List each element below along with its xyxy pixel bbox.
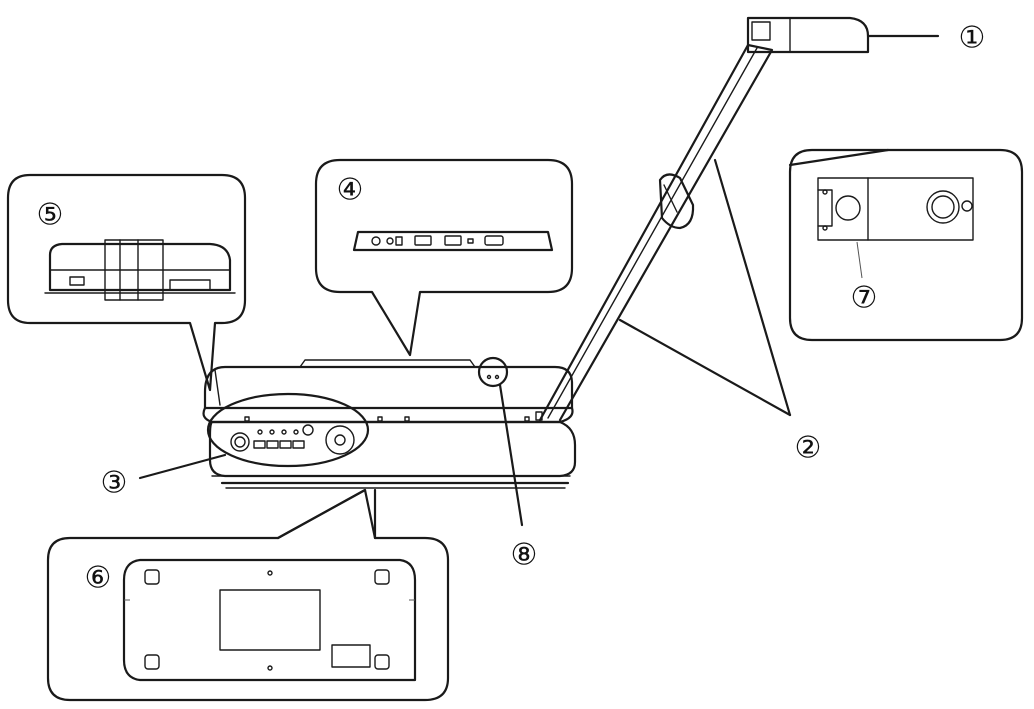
callout-7-camera-head-bottom [788,148,1024,342]
label-8: ⑧ [511,538,538,573]
leader-lines [138,34,940,527]
label-5: ⑤ [37,198,64,233]
label-3: ③ [101,466,128,501]
back-view-illustration [352,230,554,252]
label-6: ⑥ [85,561,112,596]
device-arm [535,43,774,422]
label-1: ① [959,21,986,56]
side-view-illustration [44,239,236,301]
callout-5-side-view [6,173,247,392]
control-panel-buttons [230,424,355,455]
callout-6-underside [46,488,450,702]
camera-head [746,16,870,54]
label-2: ② [795,431,822,466]
label-7: ⑦ [851,281,878,316]
number-labels: ① ② ③ ④ ⑤ ⑥ ⑦ ⑧ [37,21,986,596]
label-4: ④ [337,173,364,208]
camera-head-bottom-illustration [817,177,974,241]
device-base [202,356,577,489]
callout-4-back-view [314,158,574,357]
underside-illustration [122,558,417,682]
